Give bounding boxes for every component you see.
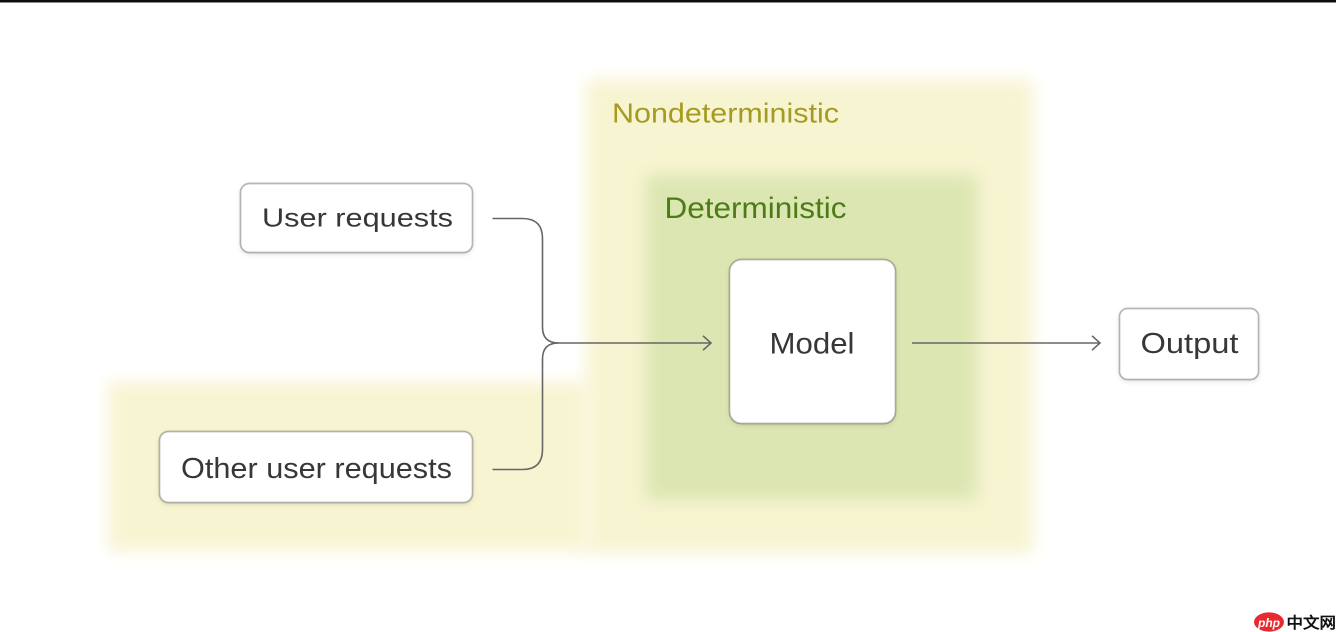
svg-text:Output: Output	[1141, 328, 1239, 360]
svg-text:Nondeterministic: Nondeterministic	[612, 98, 839, 129]
svg-text:php: php	[1257, 616, 1280, 630]
svg-text:Other user requests: Other user requests	[181, 453, 452, 485]
svg-text:Model: Model	[770, 328, 855, 361]
svg-text:Deterministic: Deterministic	[665, 192, 847, 225]
svg-text:中文网: 中文网	[1287, 613, 1336, 632]
svg-text:User requests: User requests	[262, 203, 453, 233]
